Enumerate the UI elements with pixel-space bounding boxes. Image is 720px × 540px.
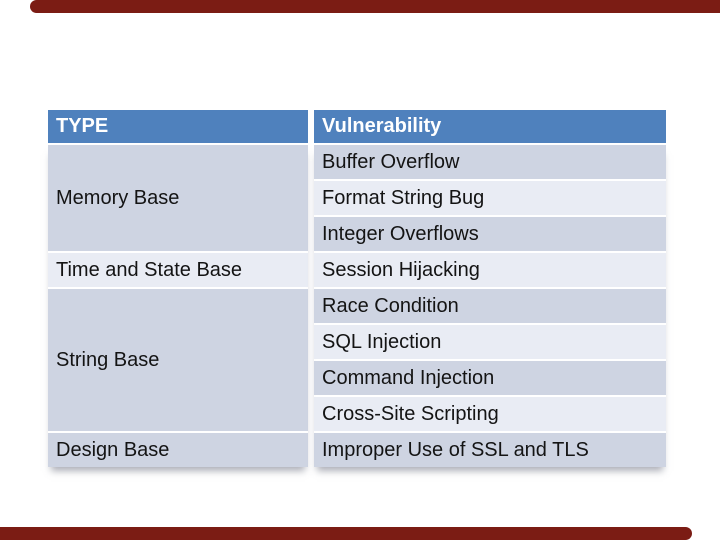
table-header-row: TYPE Vulnerability <box>48 110 666 143</box>
type-group-cell: String Base <box>48 289 308 431</box>
vulnerability-cell: Command Injection <box>314 361 666 395</box>
table-header-vulnerability: Vulnerability <box>314 110 666 143</box>
slide-top-accent-bar <box>30 0 720 13</box>
vulnerability-cell: Buffer Overflow <box>314 145 666 179</box>
type-group-cell: Design Base <box>48 433 308 467</box>
vulnerability-cell: Format String Bug <box>314 181 666 215</box>
vulnerability-cell: SQL Injection <box>314 325 666 359</box>
vulnerability-cell: Cross-Site Scripting <box>314 397 666 431</box>
vulnerability-cell: Integer Overflows <box>314 217 666 251</box>
vulnerability-cell: Session Hijacking <box>314 253 666 287</box>
vulnerability-cell: Improper Use of SSL and TLS <box>314 433 666 467</box>
vulnerability-cell: Race Condition <box>314 289 666 323</box>
table-header-type: TYPE <box>48 110 308 143</box>
type-group-cell: Time and State Base <box>48 253 308 287</box>
type-group-cell: Memory Base <box>48 145 308 251</box>
slide-bottom-accent-bar <box>0 527 692 540</box>
